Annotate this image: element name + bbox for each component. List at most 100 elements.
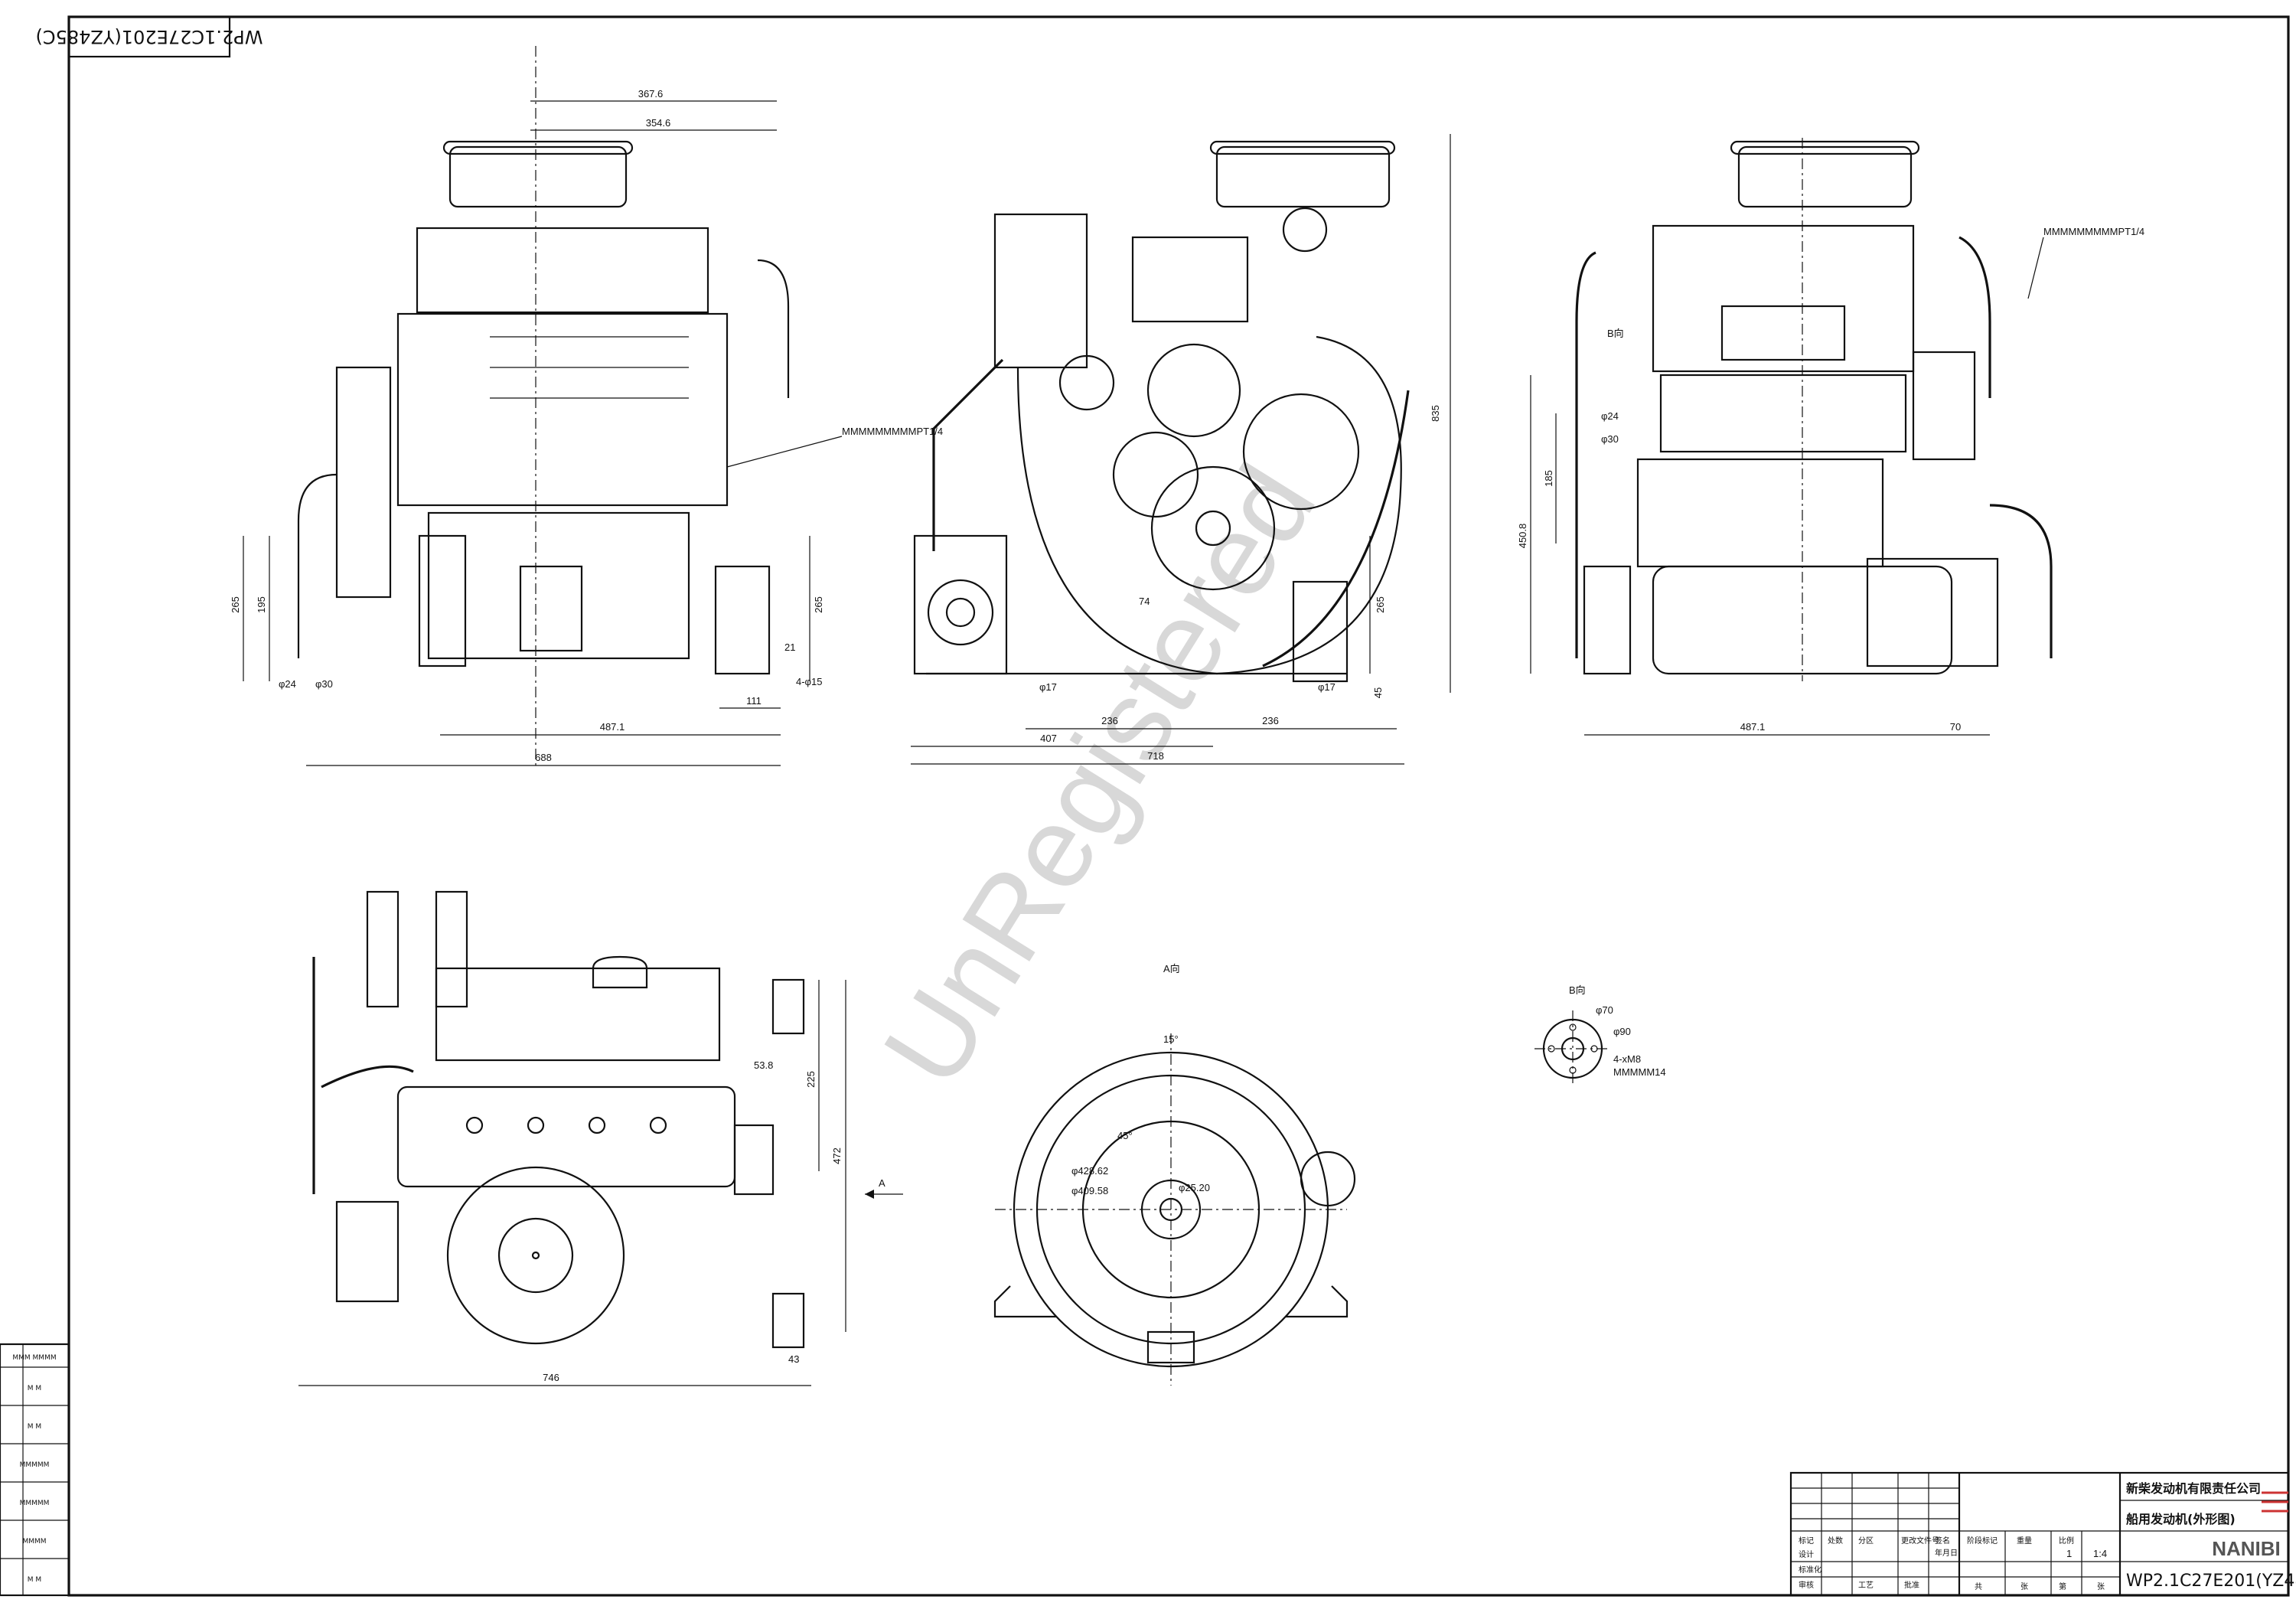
angle-15: 15° — [1163, 1033, 1179, 1045]
front-view: 367.6 354.6 688 487.1 111 21 4-φ15 265 1… — [230, 46, 943, 766]
flywheel-label: A向 — [1163, 963, 1180, 974]
dim-111: 111 — [746, 695, 762, 707]
dim-45: 45 — [1372, 687, 1384, 698]
rev-label-doc: 更改文件号 — [1901, 1536, 1939, 1546]
oil-filter — [519, 565, 583, 652]
dim-367-6: 367.6 — [638, 88, 664, 100]
role-process: 工艺 — [1858, 1581, 1874, 1590]
drawing-code: WP2.1C27E201(YZ485C) — [2126, 1572, 2296, 1591]
rev-label-zone: 分区 — [1858, 1536, 1874, 1546]
logo-mark-icon — [2262, 1491, 2288, 1513]
scale-value: 1:4 — [2093, 1548, 2107, 1559]
role-standard: 标准化 — [1799, 1565, 1821, 1575]
view-arrow-a: A — [879, 1177, 885, 1189]
water-pump-pulley — [1242, 393, 1360, 511]
rear-label-b: B向 — [1607, 328, 1624, 339]
dim-265-right: 265 — [813, 596, 824, 613]
dim-d428-62: φ428.62 — [1071, 1165, 1108, 1177]
dim-354-6: 354.6 — [646, 117, 671, 129]
left-table-row-7: M M — [28, 1576, 41, 1584]
left-table-row-6: MMMM — [22, 1538, 46, 1546]
starter-motor — [1636, 458, 1884, 568]
alternator — [1058, 354, 1115, 411]
dim-236-left: 236 — [1101, 715, 1118, 726]
dim-d409-58: φ409.58 — [1071, 1185, 1108, 1196]
dim-265-left: 265 — [230, 596, 241, 613]
detail-b-flange — [1542, 1018, 1603, 1079]
dim-d17-left: φ17 — [1039, 681, 1057, 693]
role-approve: 批准 — [1904, 1580, 1919, 1590]
drawing-border — [67, 15, 2290, 1597]
rear-dim-d30: φ30 — [1601, 433, 1619, 445]
rear-pump — [1866, 557, 1999, 668]
dim-d90: φ90 — [1613, 1026, 1631, 1037]
dim-d25-20: φ25.20 — [1179, 1182, 1210, 1193]
stage-mark-label: 阶段标记 — [1967, 1536, 1998, 1546]
top-head — [396, 1085, 736, 1188]
dim-688: 688 — [535, 752, 552, 763]
rear-dim-487-1: 487.1 — [1740, 721, 1766, 733]
sheet-no-label: 第 — [2059, 1582, 2066, 1591]
left-table-row-5: MMMMM — [20, 1500, 50, 1507]
top-flywheel-housing — [446, 1166, 625, 1345]
rear-air-filter — [1737, 145, 1913, 208]
crankshaft-pulley — [1150, 465, 1276, 591]
dim-185: 185 — [1543, 470, 1554, 487]
air-filter — [448, 145, 628, 208]
dim-450-8: 450.8 — [1517, 524, 1528, 549]
dim-746: 746 — [543, 1372, 559, 1383]
left-side-table: MMM MMMM M M M M MMMMM MMMMM MMMM M M — [0, 1343, 70, 1597]
leader-note-rear: MMMMMMMMMPT1/4 — [2043, 226, 2144, 237]
dim-d70: φ70 — [1596, 1004, 1613, 1016]
rev-label-count: 处数 — [1828, 1536, 1843, 1546]
left-table-row-4: MMMMM — [20, 1461, 50, 1469]
dim-718: 718 — [1147, 750, 1164, 762]
product-name: 船用发动机(外形图) — [2126, 1512, 2236, 1526]
dim-d24: φ24 — [279, 678, 296, 690]
cylinder-head-cover — [416, 227, 709, 314]
dim-74: 74 — [1139, 596, 1150, 607]
weight-label: 重量 — [2017, 1536, 2032, 1546]
dim-487-1: 487.1 — [600, 721, 625, 733]
dim-43: 43 — [788, 1353, 799, 1365]
dim-d17-right: φ17 — [1318, 681, 1336, 693]
raw-water-pump — [913, 534, 1008, 675]
rear-view: B向 185 450.8 φ24 φ30 487.1 70 MMMMMMMMMP… — [1517, 138, 2144, 736]
front-pulley — [335, 366, 392, 599]
rev-label-mark: 标记 — [1799, 1536, 1814, 1546]
dim-53-8: 53.8 — [754, 1059, 773, 1071]
role-review: 审核 — [1799, 1580, 1814, 1590]
timing-cover — [1016, 335, 1402, 675]
left-table-row-2: M M — [28, 1385, 41, 1392]
title-block: 标记 处数 分区 更改文件号 签名 年月日 设计 标准化 审核 工艺 批准 阶段… — [1789, 1471, 2296, 1597]
scale-qty: 1 — [2066, 1548, 2072, 1559]
scale-label: 比例 — [2059, 1536, 2074, 1546]
top-rocker-cover — [435, 967, 721, 1062]
rev-label-date: 年月日 — [1935, 1548, 1958, 1558]
dim-472: 472 — [831, 1147, 843, 1164]
sheet-total-label: 共 — [1975, 1582, 1982, 1591]
mount-bracket — [714, 565, 771, 675]
dim-holes: 4-φ15 — [796, 676, 822, 687]
dim-21: 21 — [784, 641, 795, 653]
dim-d30: φ30 — [315, 678, 333, 690]
dim-70: 70 — [1950, 721, 1961, 733]
drawing-code-box — [67, 15, 231, 58]
sheet-unit-label-1: 张 — [2020, 1582, 2028, 1591]
coolant-pipe — [757, 259, 790, 398]
dim-265-side: 265 — [1375, 596, 1386, 613]
role-design: 设计 — [1799, 1549, 1814, 1559]
dim-depth: MMMMM14 — [1613, 1066, 1666, 1078]
fan-pulley — [1146, 343, 1241, 438]
dim-835: 835 — [1430, 405, 1441, 422]
sheet-unit-label-2: 张 — [2097, 1582, 2105, 1591]
logo: NANIBI — [2212, 1537, 2281, 1560]
drawing-code-corner: WP2.1C27E201(YZ485C) — [35, 26, 263, 47]
top-view: 746 472 225 53.8 43 A — [298, 890, 903, 1386]
company-name: 新柴发动机有限责任公司 — [2126, 1481, 2261, 1496]
engine-block — [396, 312, 729, 507]
detail-b: B向 φ70 φ90 4-xM8 MMMMM14 — [1534, 984, 1666, 1087]
angle-45: 45° — [1117, 1130, 1133, 1141]
exhaust-manifold — [993, 213, 1088, 369]
